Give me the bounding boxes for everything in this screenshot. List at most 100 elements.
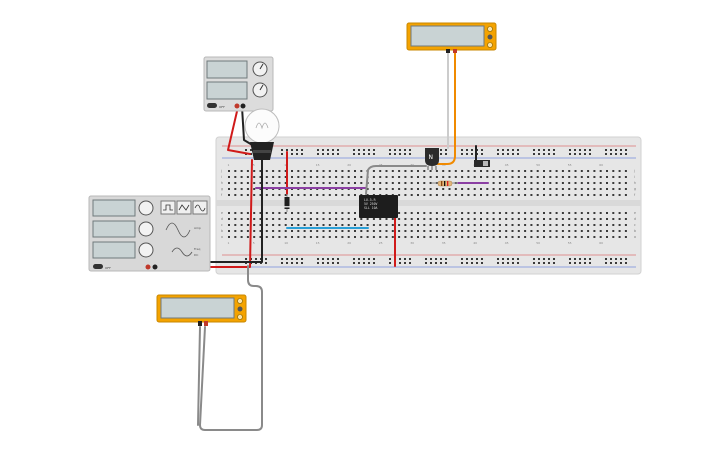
breadboard-hole[interactable] (240, 194, 243, 196)
breadboard-hole[interactable] (373, 258, 375, 260)
breadboard-hole[interactable] (624, 176, 627, 178)
breadboard-hole[interactable] (385, 218, 388, 220)
breadboard-hole[interactable] (454, 230, 457, 232)
breadboard-hole[interactable] (530, 224, 533, 226)
breadboard-hole[interactable] (505, 212, 508, 214)
breadboard-hole[interactable] (417, 212, 419, 214)
breadboard-hole[interactable] (505, 194, 508, 196)
breadboard-hole[interactable] (360, 182, 363, 184)
breadboard-hole[interactable] (610, 258, 612, 260)
breadboard-hole[interactable] (568, 176, 571, 178)
breadboard-hole[interactable] (301, 262, 303, 264)
breadboard-hole[interactable] (240, 224, 243, 226)
breadboard-hole[interactable] (593, 212, 596, 214)
breadboard-hole[interactable] (548, 153, 550, 155)
breadboard-hole[interactable] (303, 236, 306, 238)
breadboard-hole[interactable] (281, 258, 283, 260)
breadboard-hole[interactable] (246, 224, 249, 226)
breadboard-hole[interactable] (423, 182, 426, 184)
breadboard-hole[interactable] (587, 194, 590, 196)
breadboard-hole[interactable] (278, 194, 281, 196)
multimeter-top-dial-icon[interactable] (487, 34, 493, 40)
breadboard-hole[interactable] (335, 176, 338, 178)
breadboard-hole[interactable] (398, 182, 401, 184)
breadboard-hole[interactable] (480, 224, 482, 226)
breadboard-hole[interactable] (286, 149, 288, 151)
multimeter-bottom-dial-icon[interactable] (237, 314, 243, 320)
breadboard-hole[interactable] (589, 149, 591, 151)
breadboard-hole[interactable] (246, 218, 249, 220)
breadboard-hole[interactable] (461, 230, 464, 232)
breadboard-hole[interactable] (511, 218, 514, 220)
breadboard-hole[interactable] (303, 176, 306, 178)
breadboard-hole[interactable] (360, 218, 363, 220)
breadboard-hole[interactable] (335, 224, 338, 226)
fngen-terminal-black[interactable] (152, 264, 158, 270)
breadboard-hole[interactable] (394, 153, 396, 155)
breadboard-hole[interactable] (417, 182, 419, 184)
breadboard-hole[interactable] (467, 212, 470, 214)
breadboard-hole[interactable] (435, 176, 438, 178)
breadboard-hole[interactable] (612, 176, 615, 178)
breadboard-hole[interactable] (471, 262, 473, 264)
breadboard-hole[interactable] (486, 188, 489, 190)
breadboard-hole[interactable] (398, 212, 401, 214)
breadboard-hole[interactable] (574, 170, 577, 172)
breadboard-hole[interactable] (379, 188, 382, 190)
breadboard-hole[interactable] (363, 153, 365, 155)
breadboard-hole[interactable] (548, 258, 550, 260)
breadboard-hole[interactable] (353, 262, 355, 264)
breadboard-hole[interactable] (354, 224, 356, 226)
breadboard-hole[interactable] (549, 176, 552, 178)
breadboard-hole[interactable] (624, 224, 627, 226)
breadboard-hole[interactable] (291, 218, 293, 220)
breadboard-hole[interactable] (234, 236, 237, 238)
breadboard-hole[interactable] (505, 224, 508, 226)
breadboard-hole[interactable] (385, 224, 388, 226)
breadboard-hole[interactable] (605, 258, 607, 260)
breadboard-hole[interactable] (543, 188, 545, 190)
breadboard-hole[interactable] (505, 182, 508, 184)
breadboard-hole[interactable] (265, 182, 268, 184)
breadboard-hole[interactable] (391, 176, 394, 178)
breadboard-hole[interactable] (615, 262, 617, 264)
breadboard-hole[interactable] (360, 236, 363, 238)
breadboard-hole[interactable] (498, 236, 501, 238)
breadboard-hole[interactable] (605, 153, 607, 155)
breadboard-hole[interactable] (284, 224, 287, 226)
breadboard-hole[interactable] (517, 236, 520, 238)
breadboard-hole[interactable] (354, 230, 356, 232)
multimeter-top-dial-icon[interactable] (487, 42, 493, 48)
breadboard-hole[interactable] (486, 230, 489, 232)
breadboard-hole[interactable] (347, 212, 350, 214)
breadboard-hole[interactable] (543, 258, 545, 260)
breadboard-hole[interactable] (291, 170, 293, 172)
wire-gray-bottom-inner[interactable] (197, 326, 201, 426)
breadboard-hole[interactable] (297, 212, 300, 214)
breadboard-hole[interactable] (322, 236, 325, 238)
breadboard-hole[interactable] (240, 182, 243, 184)
breadboard-hole[interactable] (399, 153, 401, 155)
breadboard-hole[interactable] (486, 224, 489, 226)
breadboard-hole[interactable] (497, 149, 499, 151)
breadboard-hole[interactable] (561, 224, 564, 226)
breadboard-hole[interactable] (259, 170, 262, 172)
breadboard-hole[interactable] (473, 218, 476, 220)
breadboard-hole[interactable] (430, 258, 432, 260)
breadboard-hole[interactable] (593, 236, 596, 238)
breadboard-hole[interactable] (530, 194, 533, 196)
breadboard-hole[interactable] (368, 258, 370, 260)
breadboard-hole[interactable] (347, 230, 350, 232)
breadboard-hole[interactable] (445, 149, 447, 151)
breadboard-hole[interactable] (341, 218, 344, 220)
breadboard-hole[interactable] (278, 212, 281, 214)
breadboard-hole[interactable] (473, 194, 476, 196)
breadboard-hole[interactable] (250, 149, 252, 151)
breadboard-hole[interactable] (435, 170, 438, 172)
breadboard-hole[interactable] (461, 262, 463, 264)
breadboard-hole[interactable] (234, 170, 237, 172)
breadboard-hole[interactable] (265, 194, 268, 196)
multimeter-top-dial-icon[interactable] (487, 26, 493, 32)
breadboard-hole[interactable] (624, 218, 627, 220)
breadboard-hole[interactable] (580, 176, 583, 178)
